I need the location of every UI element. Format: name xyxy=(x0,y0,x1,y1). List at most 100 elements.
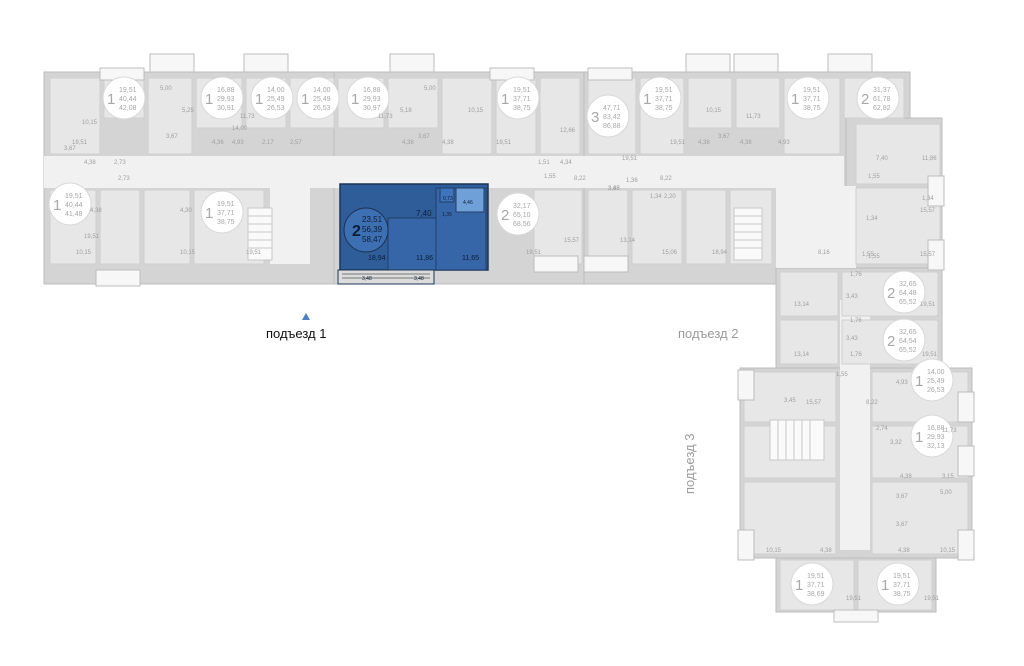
room-area-label: 1,34 xyxy=(922,196,934,202)
room-area-label: 3,67 xyxy=(418,134,430,140)
apartment-area: 37,71 xyxy=(807,582,825,589)
apartment-total-area: 30,91 xyxy=(217,105,235,112)
room-area-label: 13,14 xyxy=(794,352,810,358)
room-area-label: 11,73 xyxy=(378,114,393,120)
apartment-total-area: 41,48 xyxy=(65,211,83,218)
stairwells xyxy=(247,207,825,461)
apartment-total-area: 38,69 xyxy=(807,591,825,598)
apartment-living-area: 16,88 xyxy=(927,425,945,432)
apartment-total-area: 68,56 xyxy=(513,221,531,228)
selected-room-area: 4,46 xyxy=(463,200,473,206)
apartment-badge-circle xyxy=(790,562,834,606)
room-area-label: 3,67 xyxy=(896,522,908,528)
selected-total-area: 58,47 xyxy=(362,235,383,244)
room-area-label: 3,67 xyxy=(166,134,178,140)
apartment-rooms: 2 xyxy=(501,207,509,224)
apartment-rooms: 2 xyxy=(887,333,895,350)
apartment-living-area: 19,51 xyxy=(513,87,531,94)
apartment-living-area: 19,51 xyxy=(893,573,911,580)
apartment-badge-circle xyxy=(910,414,954,458)
room-area-label: 1,55 xyxy=(868,174,880,180)
room-area-label: 4,93 xyxy=(232,140,244,146)
apartment-rooms: 1 xyxy=(301,91,309,108)
apartment-living-area: 32,65 xyxy=(899,281,917,288)
selected-balcony-area: 3,48 xyxy=(414,276,424,282)
entrance-1[interactable]: подъезд 1 xyxy=(266,313,326,341)
room-area-label: 3,67 xyxy=(896,494,908,500)
apartment-total-area: 65,52 xyxy=(899,299,917,306)
room-area-label: 7,40 xyxy=(876,156,888,162)
entrance-3[interactable]: подъезд 3 xyxy=(682,434,697,494)
apartment-rooms: 2 xyxy=(861,91,869,108)
apartment-living-area: 16,88 xyxy=(217,87,235,94)
room-area-label: 3,67 xyxy=(64,146,76,152)
room-area-label: 5,00 xyxy=(424,86,436,92)
apartment-rooms: 1 xyxy=(205,91,213,108)
entrance-2[interactable]: подъезд 2 xyxy=(678,326,738,341)
room-area-label: 1,34 xyxy=(866,216,878,222)
room-area-label: 2,17 xyxy=(262,140,274,146)
apartment-living-area: 14,00 xyxy=(927,369,945,376)
room-area-label: 8,16 xyxy=(818,250,830,256)
selected-room-area: 1,35 xyxy=(442,212,452,218)
room-area-label: 19,51 xyxy=(920,302,936,308)
room-area-label: 2,20 xyxy=(664,194,676,200)
apartment-total-area: 86,88 xyxy=(603,123,621,130)
apartment-living-area: 32,65 xyxy=(899,329,917,336)
apartment-rooms: 1 xyxy=(53,197,61,214)
apartment-badge-circle xyxy=(876,562,920,606)
apartment-rooms: 1 xyxy=(881,577,889,594)
room-area-label: 8,22 xyxy=(574,176,586,182)
room-area-label: 1,55 xyxy=(868,254,880,260)
room-area-label: 11,73 xyxy=(746,114,761,120)
apartment-total-area: 38,75 xyxy=(803,105,821,112)
room-area-label: 3,67 xyxy=(608,186,620,192)
apartment-badge-circle xyxy=(496,76,540,120)
room-area-label: 15,57 xyxy=(806,400,822,406)
apartment-area: 64,54 xyxy=(899,338,917,345)
apartment-total-area: 62,82 xyxy=(873,105,891,112)
apartment-total-area: 42,08 xyxy=(119,105,137,112)
room-area-label: 2,73 xyxy=(118,176,130,182)
room-area-label: 15,57 xyxy=(920,208,936,214)
apartment-total-area: 38,75 xyxy=(217,219,235,226)
apartment-total-area: 38,75 xyxy=(513,105,531,112)
room-area-label: 15,57 xyxy=(920,252,936,258)
apartment-area: 25,49 xyxy=(313,96,331,103)
room-area-label: 4,38 xyxy=(740,140,752,146)
apartment-area: 83,42 xyxy=(603,114,621,121)
apartment-area: 37,71 xyxy=(655,96,673,103)
apartment-badge-circle xyxy=(296,76,340,120)
room-area-label: 4,93 xyxy=(896,380,908,386)
selected-living-area: 23,51 xyxy=(362,215,383,224)
room-area-label: 11,73 xyxy=(942,428,957,434)
room-area-label: 1,76 xyxy=(850,272,862,278)
room-area-label: 4,38 xyxy=(698,140,710,146)
room-area-label: 11,73 xyxy=(240,114,255,120)
selected-apartment[interactable]: 2 23,51 56,39 58,47 7,40 18,94 11,86 11,… xyxy=(337,183,489,285)
room-area-label: 4,38 xyxy=(442,140,454,146)
room-area-label: 1,55 xyxy=(836,372,848,378)
selected-rooms: 2 xyxy=(352,223,361,240)
apartment-badge-circle xyxy=(346,76,390,120)
